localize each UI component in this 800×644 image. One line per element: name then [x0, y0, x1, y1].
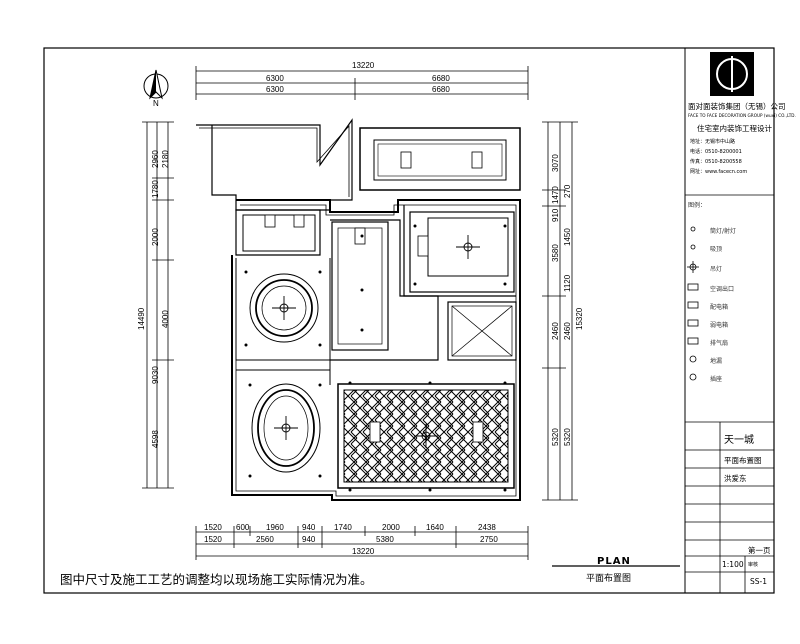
right-dimension-lines — [542, 121, 578, 501]
project-name: 天一城 — [724, 435, 754, 446]
plan-subtitle: 平面布置图 — [586, 574, 632, 584]
oval-ceiling-lower — [251, 383, 321, 473]
dim-bottom-row1-3: 940 — [302, 523, 316, 532]
dim-right-row1-5: 5320 — [551, 428, 560, 446]
dim-bottom-row2-4: 2750 — [480, 535, 498, 544]
legend-title: 图例： — [688, 202, 707, 209]
dim-bottom-row2-1: 2560 — [256, 535, 274, 544]
company-name-cn: 面对面装饰集团（无锡）公司 — [688, 102, 786, 111]
floor-plan-walls — [196, 118, 521, 501]
designer-name: 洪爱东 — [724, 474, 747, 483]
north-arrow-icon — [143, 69, 169, 100]
dim-bottom-row1-2: 1960 — [266, 523, 284, 532]
dim-bottom-row1-0: 1520 — [204, 523, 222, 532]
company-name-en: FACE TO FACE DECORATION GROUP (wuxi) CO.… — [688, 113, 796, 118]
company-address-2: 传真：0510-8200558 — [690, 159, 742, 165]
dim-right-row1-0: 3070 — [551, 154, 560, 172]
dim-right-row1-4: 2460 — [551, 322, 560, 340]
downlight-icon — [244, 224, 507, 492]
dim-bottom-row2-3: 5380 — [376, 535, 394, 544]
legend-item-3: 空调出口 — [710, 286, 735, 293]
dim-left-row1-2: 2000 — [151, 228, 160, 246]
bottom-dimension-lines — [195, 526, 529, 560]
dim-right-row1-2: 910 — [551, 208, 560, 222]
company-address-1: 电话：0510-8200001 — [690, 149, 742, 155]
legend-item-6: 排气扇 — [710, 340, 729, 347]
legend-item-4: 配电箱 — [710, 304, 729, 311]
dim-left-total: 14490 — [137, 307, 146, 330]
drawn-by: 审核 — [748, 562, 759, 568]
top-dimension-lines — [195, 66, 529, 100]
company-logo-icon — [710, 52, 754, 96]
legend-symbols — [687, 226, 699, 381]
drawing-name: 平面布置图 — [724, 456, 762, 465]
dim-left-row1-4: 4598 — [151, 430, 160, 448]
dim-bottom-row1-1: 600 — [236, 523, 250, 532]
dim-right-row2-0: 270 — [563, 184, 572, 198]
round-ceiling-upper — [249, 273, 319, 343]
dim-left-row2-1: 4000 — [161, 310, 170, 328]
dim-left-row2-0: 2180 — [161, 150, 170, 168]
title-block — [685, 194, 774, 593]
legend-item-8: 插座 — [710, 376, 723, 383]
drawing-number: SS-1 — [750, 577, 767, 586]
dim-bottom-row2-0: 1520 — [204, 535, 222, 544]
dim-bottom-row2-2: 940 — [302, 535, 316, 544]
north-label: N — [153, 99, 159, 108]
construction-note: 图中尺寸及施工工艺的调整均以现场施工实际情况为准。 — [60, 572, 373, 587]
dim-top-row2-1: 6680 — [432, 85, 450, 94]
dim-right-row2-3: 2460 — [563, 322, 572, 340]
dim-left-row1-1: 1780 — [151, 180, 160, 198]
dim-top-total: 13220 — [352, 61, 375, 70]
dim-right-row1-1: 1470 — [551, 186, 560, 204]
company-address-0: 地址：无锡市中山路 — [690, 139, 736, 145]
dim-left-row1-0: 2960 — [151, 150, 160, 168]
legend-item-1: 吸顶 — [710, 246, 723, 253]
dim-bottom-row1-7: 2438 — [478, 523, 496, 532]
dim-right-total: 15320 — [575, 307, 584, 330]
dim-right-row2-2: 1120 — [563, 274, 572, 292]
legend-item-5: 弱电箱 — [710, 322, 729, 329]
legend-item-0: 筒灯/射灯 — [710, 228, 737, 235]
dim-top-row2-0: 6300 — [266, 85, 284, 94]
dim-bottom-row1-5: 2000 — [382, 523, 400, 532]
plan-title: PLAN — [597, 556, 631, 567]
legend-item-7: 地漏 — [710, 358, 723, 365]
dim-right-row2-1: 1450 — [563, 228, 572, 246]
drawing-scale: 1:100 — [722, 560, 744, 569]
dim-bottom-row1-4: 1740 — [334, 523, 352, 532]
sheet-number: 第一页 — [748, 546, 771, 555]
chandelier-icon — [272, 235, 480, 448]
dim-bottom-total: 13220 — [352, 547, 375, 556]
dim-top-row1-1: 6680 — [432, 74, 450, 83]
dim-right-row1-3: 3580 — [551, 244, 560, 262]
company-address-3: 网址：www.facecn.com — [690, 169, 748, 175]
dim-right-row2-4: 5320 — [563, 428, 572, 446]
left-dimension-lines — [142, 121, 174, 489]
grille-light-icon — [264, 151, 484, 443]
dim-top-row1-0: 6300 — [266, 74, 284, 83]
dim-left-row1-3: 9030 — [151, 366, 160, 384]
company-service: 住宅室内装饰工程设计 — [697, 124, 772, 133]
legend-item-2: 吊灯 — [710, 266, 723, 273]
dim-bottom-row1-6: 1640 — [426, 523, 444, 532]
